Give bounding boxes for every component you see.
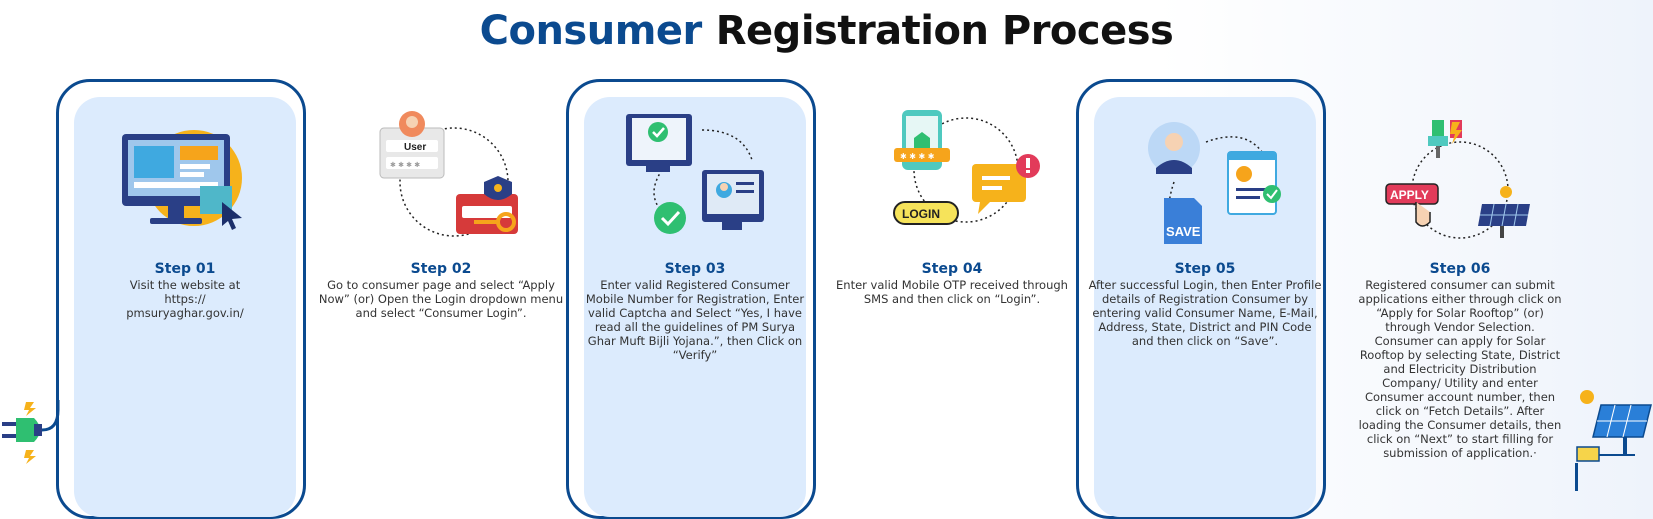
- page-title: Consumer Registration Process: [0, 8, 1653, 54]
- apply-label: APPLY: [1390, 188, 1429, 202]
- password-mask: ✱ ✱ ✱ ✱: [390, 161, 420, 169]
- step-03-title: Step 03: [664, 261, 726, 277]
- step-06: Step 06 Registered consumer can submit a…: [1355, 260, 1565, 460]
- save-label: SAVE: [1166, 224, 1201, 239]
- registration-verify-icon: [626, 114, 764, 234]
- otp-mask: ✱ ✱ ✱ ✱: [900, 152, 935, 161]
- step-04: Step 04 Enter valid Mobile OTP received …: [836, 260, 1068, 306]
- step-01-title: Step 01: [154, 261, 216, 277]
- user-label: User: [404, 142, 426, 153]
- step-03-desc: Enter valid Registered Consumer Mobile N…: [585, 278, 805, 362]
- login-label: LOGIN: [902, 207, 940, 221]
- title-part-2: Registration Process: [715, 8, 1174, 54]
- step-05: Step 05 After successful Login, then Ent…: [1088, 260, 1322, 348]
- apply-solar-icon: APPLY: [1385, 120, 1530, 239]
- step-01-desc: Visit the website at https:// pmsuryagha…: [126, 278, 244, 320]
- step-03-panel: [584, 97, 806, 517]
- otp-login-icon: ✱ ✱ ✱ ✱ LOGIN: [893, 110, 1040, 225]
- step-06-title: Step 06: [1429, 261, 1491, 277]
- solar-panel-icon: [1575, 390, 1652, 491]
- title-part-1: Consumer: [479, 8, 703, 54]
- step-05-panel: [1094, 97, 1316, 517]
- user-login-icon: User ✱ ✱ ✱ ✱: [379, 111, 518, 237]
- step-05-title: Step 05: [1174, 261, 1236, 277]
- step-02-title: Step 02: [410, 261, 472, 277]
- step-05-desc: After successful Login, then Enter Profi…: [1088, 278, 1322, 348]
- step-02: Step 02 Go to consumer page and select “…: [318, 260, 564, 320]
- step-03: Step 03 Enter valid Registered Consumer …: [580, 260, 810, 362]
- plug-icon: [2, 400, 60, 464]
- computer-icon: [122, 130, 242, 230]
- step-02-desc: Go to consumer page and select “Apply No…: [318, 278, 564, 320]
- step-04-title: Step 04: [921, 261, 983, 277]
- step-06-desc: Registered consumer can submit applicati…: [1358, 278, 1562, 460]
- profile-save-icon: SAVE: [1148, 122, 1281, 244]
- step-01: Step 01 Visit the website at https:// pm…: [70, 260, 300, 320]
- step-04-desc: Enter valid Mobile OTP received through …: [836, 278, 1068, 306]
